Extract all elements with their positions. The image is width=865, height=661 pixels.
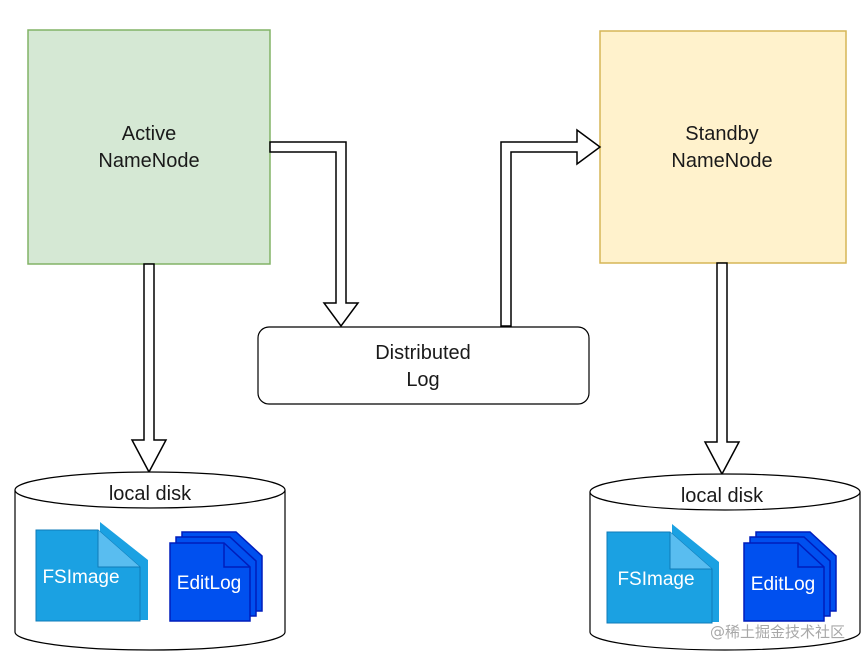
- left-fsimage-label: FSImage: [42, 567, 119, 588]
- arrow-log-to-standby: [500, 128, 602, 327]
- left-editlog-label: EditLog: [177, 573, 241, 594]
- left-editlog-icon: EditLog: [169, 531, 263, 622]
- right-fsimage-icon: FSImage: [606, 524, 719, 624]
- arrow-active-to-log: [269, 141, 360, 328]
- left-fsimage-icon: FSImage: [35, 522, 148, 622]
- active-namenode-box: Active NameNode: [27, 29, 271, 265]
- left-disk-label: local disk: [109, 483, 192, 505]
- right-disk-label: local disk: [681, 485, 764, 507]
- arrow-standby-to-right-disk: [703, 262, 741, 476]
- active-namenode-label-line1: Active: [122, 123, 176, 145]
- standby-namenode-label-line2: NameNode: [671, 150, 772, 172]
- distributed-log-box: Distributed Log: [257, 326, 590, 405]
- watermark-text: @稀土掘金技术社区: [710, 623, 845, 641]
- active-namenode-label-line2: NameNode: [98, 150, 199, 172]
- right-editlog-label: EditLog: [751, 574, 815, 595]
- distributed-log-label-line1: Distributed: [375, 342, 471, 364]
- right-fsimage-label: FSImage: [617, 569, 694, 590]
- standby-namenode-label-line1: Standby: [685, 123, 758, 145]
- right-editlog-icon: EditLog: [743, 531, 837, 622]
- distributed-log-label-line2: Log: [406, 369, 439, 391]
- left-local-disk: local disk FSImage EditLog: [14, 471, 286, 651]
- standby-namenode-box: Standby NameNode: [599, 30, 847, 264]
- right-local-disk: local disk FSImage EditLog: [589, 473, 861, 651]
- arrow-active-to-left-disk: [130, 263, 168, 474]
